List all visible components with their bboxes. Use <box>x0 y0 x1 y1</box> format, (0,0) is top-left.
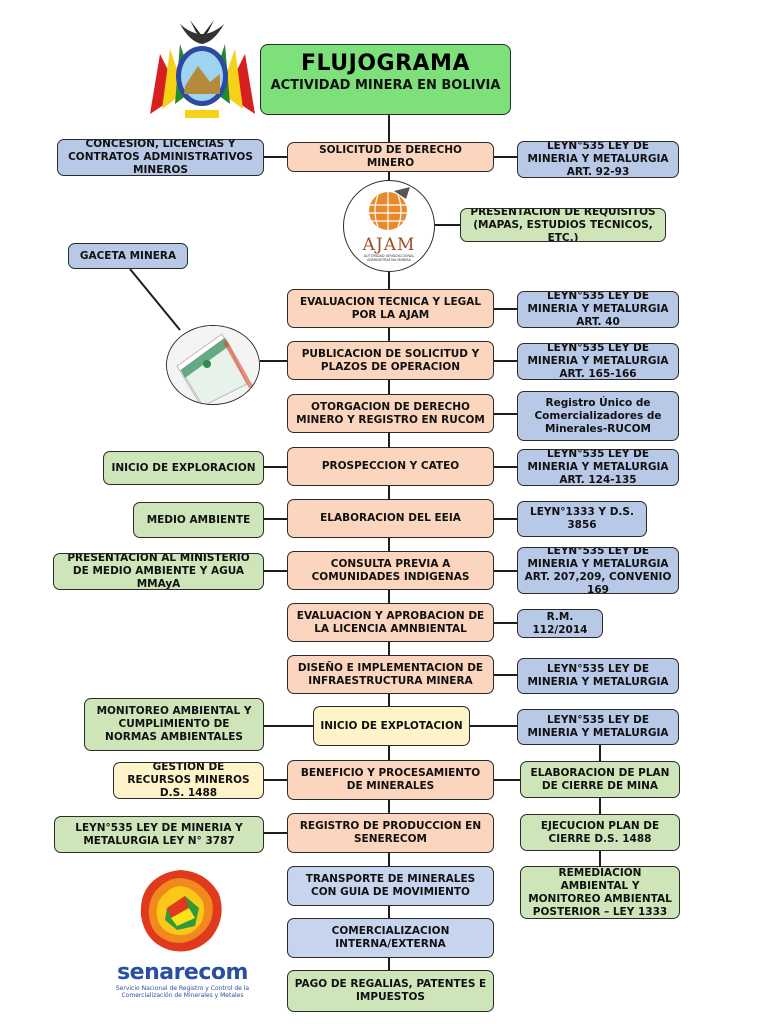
step-licencia-ambiental: EVALUACION Y APROBACION DE LA LICENCIA A… <box>287 603 494 642</box>
step-comercializacion: COMERCIALIZACION INTERNA/EXTERNA <box>287 918 494 958</box>
diagram-title: FLUJOGRAMA <box>301 51 470 76</box>
senarecom-logo <box>137 868 225 956</box>
step-prospeccion: PROSPECCION Y CATEO <box>287 447 494 486</box>
node-ley-art40: LEYN°535 LEY DE MINERIA Y METALURGIA ART… <box>517 291 679 328</box>
node-ley-1333: LEYN°1333 Y D.S. 3856 <box>517 501 647 537</box>
step-publicacion: PUBLICACION DE SOLICITUD Y PLAZOS DE OPE… <box>287 341 494 380</box>
step-transporte: TRANSPORTE DE MINERALES CON GUIA DE MOVI… <box>287 866 494 906</box>
step-evaluacion-tecnica: EVALUACION TECNICA Y LEGAL POR LA AJAM <box>287 289 494 328</box>
node-ley-infraestructura: LEYN°535 LEY DE MINERIA Y METALURGIA <box>517 658 679 694</box>
node-monitoreo: MONITOREO AMBIENTAL Y CUMPLIMIENTO DE NO… <box>84 698 264 751</box>
node-presentacion-requisitos: PRESENTACION DE REQUISITOS (MAPAS, ESTUD… <box>460 208 666 242</box>
node-ley-207-209: LEYN°535 LEY DE MINERIA Y METALURGIA ART… <box>517 547 679 594</box>
diagram-subtitle: ACTIVIDAD MINERA EN BOLIVIA <box>270 78 501 93</box>
node-remediacion: REMEDIACION AMBIENTAL Y MONITOREO AMBIEN… <box>520 866 680 919</box>
node-ley-explotacion: LEYN°535 LEY DE MINERIA Y METALURGIA <box>517 709 679 745</box>
node-medio-ambiente: MEDIO AMBIENTE <box>133 502 264 538</box>
globe-icon <box>369 187 410 230</box>
node-plan-cierre: ELABORACION DE PLAN DE CIERRE DE MINA <box>520 761 680 798</box>
node-rm-112: R.M. 112/2014 <box>517 609 603 638</box>
step-infraestructura: DISEÑO E IMPLEMENTACION DE INFRAESTRUCTU… <box>287 655 494 694</box>
node-gaceta: GACETA MINERA <box>68 243 188 269</box>
gaceta-book-image <box>166 325 260 405</box>
senarecom-brand: senarecom Servicio Nacional de Registro … <box>110 960 255 999</box>
node-ley-165-166: LEYN°535 LEY DE MINERIA Y METALURGIA ART… <box>517 343 679 380</box>
step-solicitud: SOLICITUD DE DERECHO MINERO <box>287 142 494 172</box>
step-otorgacion: OTORGACION DE DERECHO MINERO Y REGISTRO … <box>287 394 494 433</box>
ajam-logo-tagline: AUTORIDAD JURISDICCIONAL ADMINISTRATIVA … <box>363 254 415 262</box>
node-ley-92-93: LEYN°535 LEY DE MINERIA Y METALURGIA ART… <box>517 141 679 178</box>
step-beneficio: BENEFICIO Y PROCESAMIENTO DE MINERALES <box>287 760 494 800</box>
title-box: FLUJOGRAMA ACTIVIDAD MINERA EN BOLIVIA <box>260 44 511 115</box>
node-concesion: CONCESION, LICENCIAS Y CONTRATOS ADMINIS… <box>57 139 264 176</box>
step-pago-regalias: PAGO DE REGALIAS, PATENTES E IMPUESTOS <box>287 970 494 1012</box>
ajam-logo-text: AJAM <box>362 235 416 255</box>
node-presentacion-mmaya: PRESENTACION AL MINISTERIO DE MEDIO AMBI… <box>53 553 264 590</box>
node-ley-3787: LEYN°535 LEY DE MINERIA Y METALURGIA LEY… <box>54 816 264 853</box>
node-ley-124-135: LEYN°535 LEY DE MINERIA Y METALURGIA ART… <box>517 449 679 486</box>
step-registro-produccion: REGISTRO DE PRODUCCION EN SENERECOM <box>287 813 494 853</box>
node-rucom: Registro Único de Comercializadores de M… <box>517 391 679 441</box>
senarecom-description: Servicio Nacional de Registro y Control … <box>115 985 250 999</box>
step-eeia: ELABORACION DEL EEIA <box>287 499 494 538</box>
step-explotacion: INICIO DE EXPLOTACION <box>313 706 470 746</box>
ajam-logo: AJAM AUTORIDAD JURISDICCIONAL ADMINISTRA… <box>343 180 435 272</box>
step-consulta-previa: CONSULTA PREVIA A COMUNIDADES INDIGENAS <box>287 551 494 590</box>
node-gestion-recursos: GESTION DE RECURSOS MINEROS D.S. 1488 <box>113 762 264 799</box>
node-ejecucion-cierre: EJECUCION PLAN DE CIERRE D.S. 1488 <box>520 814 680 851</box>
coat-of-arms-icon <box>140 14 265 126</box>
node-inicio-exploracion: INICIO DE EXPLORACION <box>103 451 264 485</box>
senarecom-emblem-icon <box>140 870 222 952</box>
book-icon <box>167 326 259 404</box>
senarecom-name: senarecom <box>117 960 248 985</box>
